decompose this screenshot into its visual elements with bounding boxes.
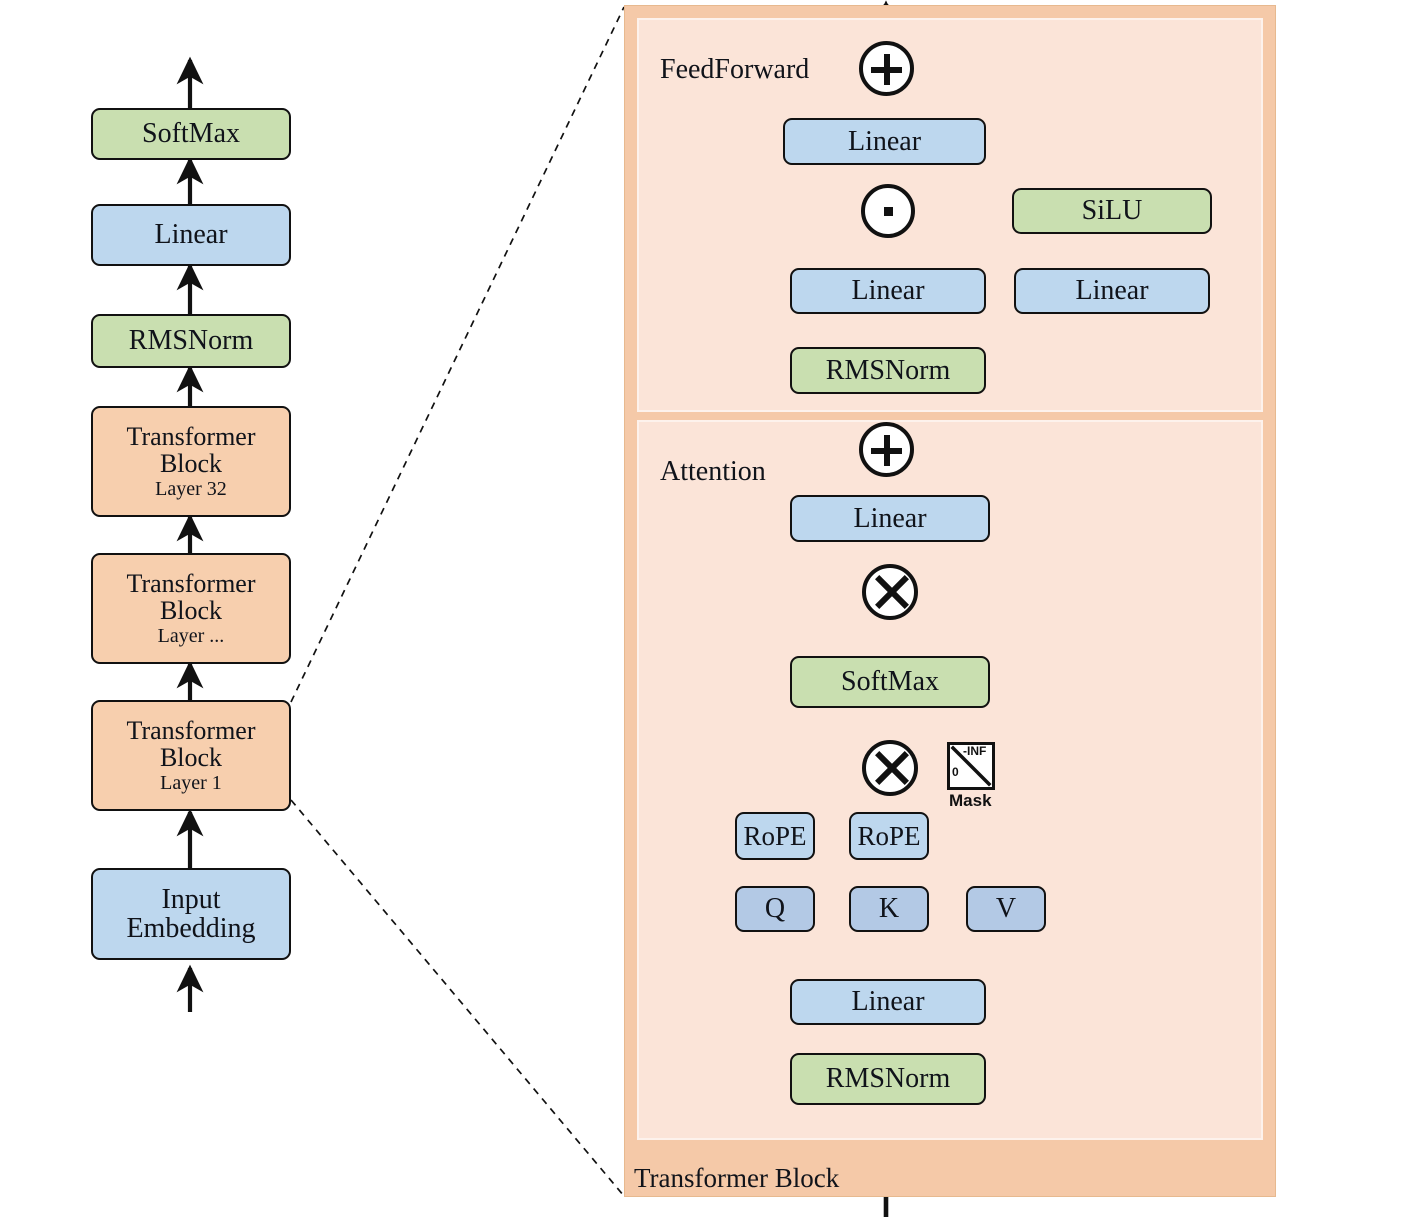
dot-icon	[884, 207, 893, 216]
stack-node-input-embedding[interactable]: Input Embedding	[91, 868, 291, 960]
feedforward-panel-title: FeedForward	[660, 54, 810, 85]
feedforward-rmsnorm-label: RMSNorm	[825, 354, 951, 386]
stack-node-softmax-label: SoftMax	[142, 118, 240, 150]
stack-node-linear[interactable]: Linear	[91, 204, 291, 266]
attention-rope-key-label: RoPE	[857, 820, 921, 851]
attention-mask-lower-value: 0	[952, 765, 959, 779]
stack-node-block-1-label: Transformer Block	[126, 715, 256, 772]
feedforward-rmsnorm[interactable]: RMSNorm	[790, 347, 986, 394]
attention-mask-icon[interactable]	[947, 742, 995, 790]
stack-node-block-32-label: Transformer Block	[126, 421, 256, 478]
attention-rmsnorm-label: RMSNorm	[825, 1063, 951, 1095]
attention-value-label: V	[995, 893, 1017, 925]
stack-node-rmsnorm[interactable]: RMSNorm	[91, 314, 291, 368]
attention-mask-caption: Mask	[949, 791, 992, 810]
stack-node-block-32-sublabel: Layer 32	[155, 478, 227, 501]
feedforward-elementwise-multiply-op[interactable]	[861, 184, 915, 238]
stack-node-block-32[interactable]: Transformer Block Layer 32	[91, 406, 291, 517]
attention-key[interactable]: K	[849, 886, 929, 932]
attention-add-op[interactable]	[859, 422, 914, 477]
attention-query-label: Q	[764, 893, 786, 925]
feedforward-gate-linear-right[interactable]: Linear	[1014, 268, 1210, 314]
attention-qk-multiply-op[interactable]	[862, 740, 918, 796]
attention-key-label: K	[878, 893, 900, 925]
stack-node-linear-label: Linear	[154, 219, 228, 251]
feedforward-output-linear[interactable]: Linear	[783, 118, 986, 165]
feedforward-silu-label: SiLU	[1081, 195, 1143, 227]
attention-value-multiply-op[interactable]	[862, 564, 918, 620]
transformer-block-panel-title: Transformer Block	[634, 1163, 840, 1193]
feedforward-silu[interactable]: SiLU	[1012, 188, 1212, 234]
stack-node-block-1-sublabel: Layer 1	[160, 772, 222, 795]
attention-rmsnorm[interactable]: RMSNorm	[790, 1053, 986, 1105]
attention-input-linear[interactable]: Linear	[790, 979, 986, 1025]
feedforward-gate-linear-left-label: Linear	[851, 275, 925, 307]
attention-softmax[interactable]: SoftMax	[790, 656, 990, 708]
attention-rope-key[interactable]: RoPE	[849, 812, 929, 860]
attention-rope-query[interactable]: RoPE	[735, 812, 815, 860]
stack-node-softmax[interactable]: SoftMax	[91, 108, 291, 160]
attention-query[interactable]: Q	[735, 886, 815, 932]
feedforward-gate-linear-right-label: Linear	[1075, 275, 1149, 307]
stack-node-input-embedding-label: Input Embedding	[126, 883, 256, 944]
feedforward-output-linear-label: Linear	[847, 125, 922, 157]
attention-value[interactable]: V	[966, 886, 1046, 932]
plus-icon-vertical	[883, 54, 890, 85]
attention-output-linear[interactable]: Linear	[790, 495, 990, 542]
stack-node-block-dots-label: Transformer Block	[126, 568, 256, 625]
attention-rope-query-label: RoPE	[743, 820, 807, 851]
stack-node-block-1[interactable]: Transformer Block Layer 1	[91, 700, 291, 811]
plus-icon-vertical	[883, 435, 890, 466]
attention-panel-title: Attention	[660, 456, 766, 487]
attention-softmax-label: SoftMax	[841, 666, 939, 698]
feedforward-gate-linear-left[interactable]: Linear	[790, 268, 986, 314]
feedforward-add-op[interactable]	[859, 41, 914, 96]
stack-node-rmsnorm-label: RMSNorm	[128, 325, 254, 357]
stack-node-block-dots-sublabel: Layer ...	[157, 625, 225, 648]
attention-input-linear-label: Linear	[851, 986, 925, 1018]
attention-output-linear-label: Linear	[853, 502, 927, 534]
stack-node-block-dots[interactable]: Transformer Block Layer ...	[91, 553, 291, 664]
mask-diagonal-icon	[950, 745, 992, 787]
attention-mask-upper-value: -INF	[963, 744, 987, 758]
